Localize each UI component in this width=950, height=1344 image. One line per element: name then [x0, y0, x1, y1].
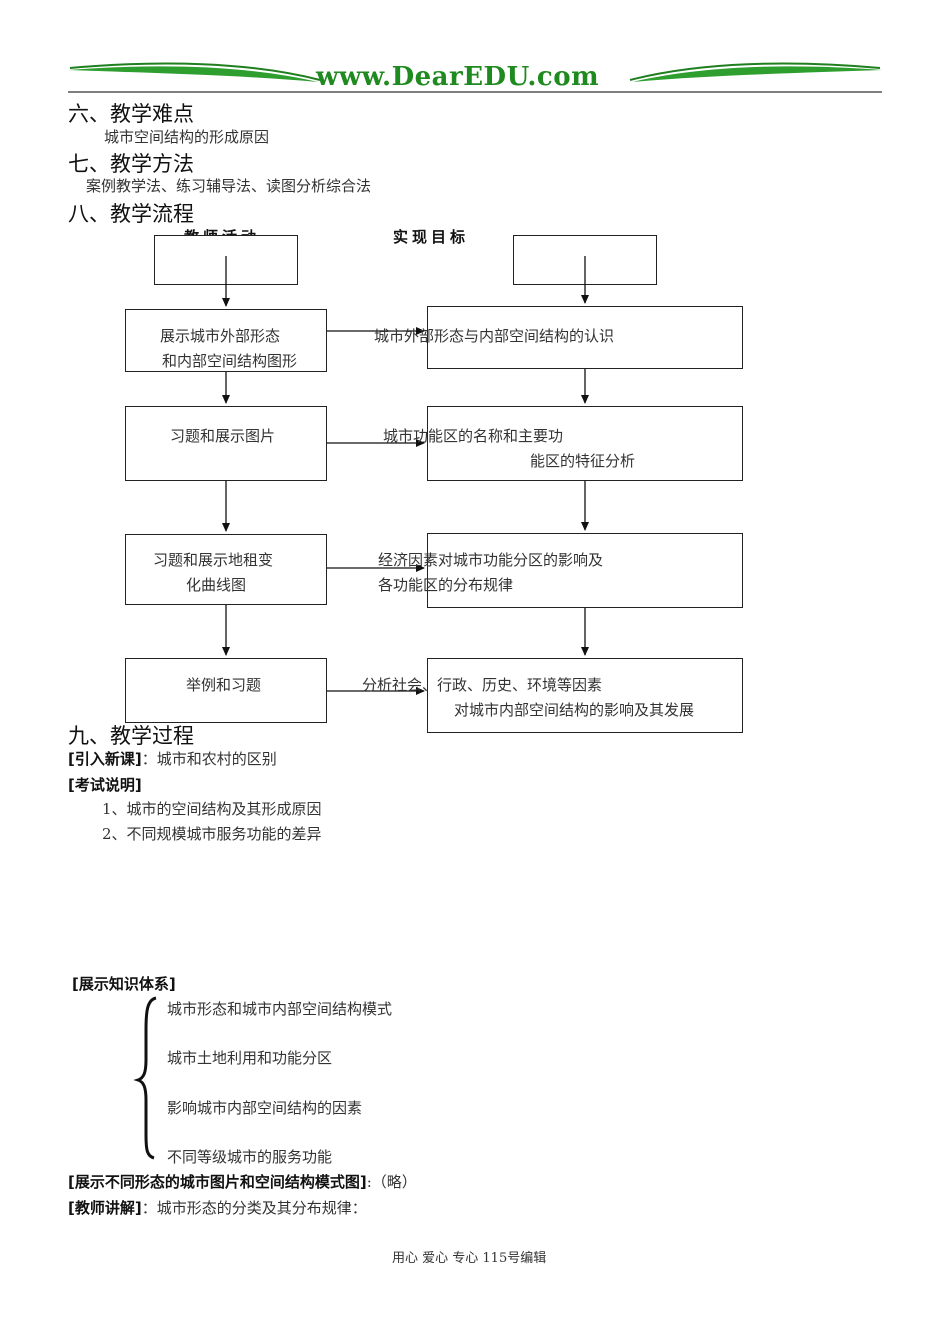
- show-pictures-line: [展示不同形态的城市图片和空间结构模式图]:（略）: [68, 1171, 417, 1192]
- intro-line: [引入新课]：城市和农村的区别: [68, 748, 277, 769]
- flow-left-1-line-2: 和内部空间结构图形: [162, 352, 298, 370]
- flow-right-box-2: [427, 406, 743, 481]
- exam-label: [考试说明]: [68, 776, 142, 794]
- knowledge-label: [展示知识体系]: [72, 975, 176, 993]
- flow-left-1-line-1: 展示城市外部形态: [160, 327, 281, 345]
- flow-left-box-3: [125, 534, 327, 605]
- intro-text: ：城市和农村的区别: [141, 750, 277, 768]
- section-8-heading: 八、教学流程: [68, 202, 194, 226]
- flow-right-3-line-1: 经济因素对城市功能分区的影响及: [378, 551, 604, 569]
- show-pictures-label: [展示不同形态的城市图片和空间结构模式图]: [68, 1173, 367, 1191]
- header-swoosh-graphic: [68, 62, 882, 93]
- flow-left-box-4: [125, 658, 327, 723]
- flow-left-box-1: [125, 309, 327, 372]
- exam-item-1: 1、城市的空间结构及其形成原因: [102, 800, 322, 818]
- flow-right-4-line-1: 分析社会、行政、历史、环境等因素: [362, 676, 603, 694]
- flow-left-2-line-1: 习题和展示图片: [170, 427, 276, 445]
- knowledge-item-4: 不同等级城市的服务功能: [167, 1148, 333, 1166]
- flow-right-box-1: [427, 306, 743, 369]
- flow-right-4-line-2: 对城市内部空间结构的影响及其发展: [454, 701, 695, 719]
- flow-left-3-line-1: 习题和展示地租变: [153, 551, 274, 569]
- flow-right-2-line-2: 能区的特征分析: [530, 452, 636, 470]
- flow-right-2-line-1: 城市功能区的名称和主要功: [383, 427, 564, 445]
- flow-left-box-2: [125, 406, 327, 481]
- teacher-explain-line: [教师讲解]：城市形态的分类及其分布规律：: [68, 1197, 367, 1218]
- site-logo: www.DearEDU.com: [316, 62, 600, 92]
- flow-right-box-3: [427, 533, 743, 608]
- flow-arrows: [222, 256, 589, 695]
- show-pictures-text: :（略）: [366, 1173, 417, 1191]
- teacher-explain-label: [教师讲解]: [68, 1199, 142, 1217]
- page-footer: 用心 爱心 专心 115号编辑: [392, 1251, 547, 1266]
- knowledge-item-3: 影响城市内部空间结构的因素: [167, 1099, 363, 1117]
- section-7-heading: 七、教学方法: [68, 152, 194, 176]
- knowledge-item-2: 城市土地利用和功能分区: [167, 1049, 333, 1067]
- knowledge-item-1: 城市形态和城市内部空间结构模式: [167, 1000, 393, 1018]
- flow-col-right-label: 实现目标: [393, 228, 470, 246]
- flow-right-3-line-2: 各功能区的分布规律: [378, 576, 514, 594]
- teacher-explain-text: ：城市形态的分类及其分布规律：: [141, 1199, 367, 1217]
- flow-left-3-line-2: 化曲线图: [186, 576, 247, 594]
- intro-label: [引入新课]: [68, 750, 142, 768]
- exam-item-2: 2、不同规模城市服务功能的差异: [102, 825, 322, 843]
- flow-right-1-line-1: 城市外部形态与内部空间结构的认识: [374, 327, 615, 345]
- section-6-body: 城市空间结构的形成原因: [104, 128, 270, 146]
- section-6-heading: 六、教学难点: [68, 102, 194, 126]
- flow-right-box-4: [427, 658, 743, 733]
- flow-left-4-line-1: 举例和习题: [186, 676, 262, 694]
- section-7-body: 案例教学法、练习辅导法、读图分析综合法: [86, 177, 372, 195]
- section-9-heading: 九、教学过程: [68, 724, 194, 748]
